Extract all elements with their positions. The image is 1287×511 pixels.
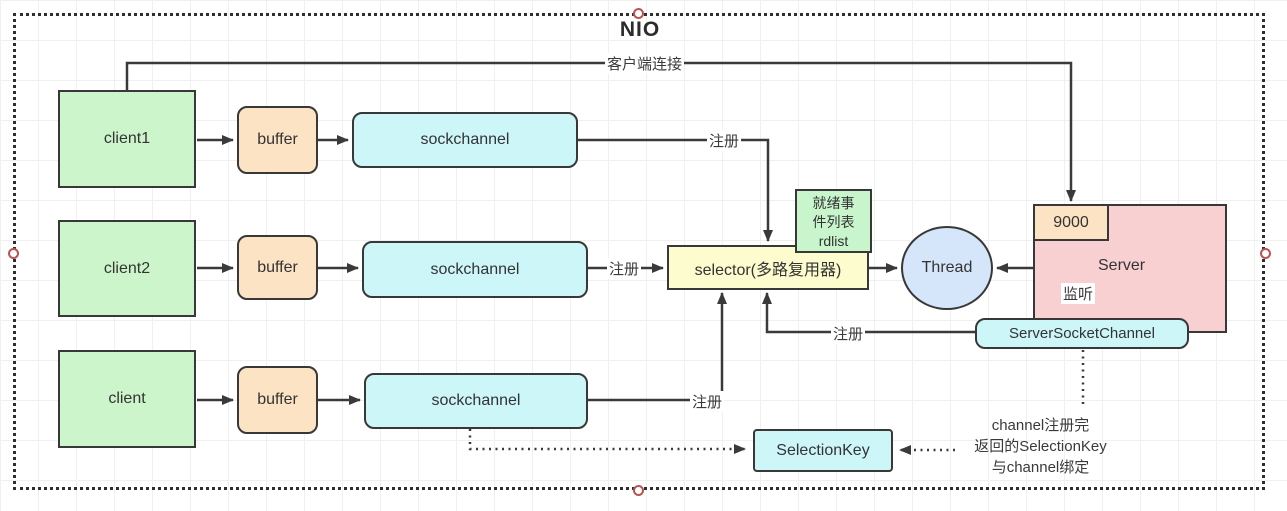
node-port-9000[interactable]: 9000 — [1033, 204, 1109, 241]
node-client2-label: client2 — [103, 259, 151, 277]
node-selector[interactable]: selector(多路复用器) — [667, 245, 869, 290]
edge-sockchannel1-selector[interactable] — [578, 138, 773, 242]
node-sockchannel1[interactable]: sockchannel — [352, 112, 578, 168]
node-rdlist-line1: 就绪事 — [812, 195, 855, 211]
node-buffer3[interactable]: buffer — [237, 366, 318, 434]
node-client1-label: client1 — [103, 130, 151, 147]
node-buffer2-label: buffer — [257, 258, 298, 276]
note-line3: 与channel绑定 — [991, 459, 1090, 476]
selection-handle-right[interactable] — [1260, 248, 1271, 259]
note-line1: channel注册完 — [991, 417, 1090, 434]
node-client3-label: client — [108, 390, 146, 407]
node-serversocketchannel-label: ServerSocketChannel — [1009, 325, 1155, 342]
node-client3[interactable]: client — [58, 350, 196, 448]
edge-label-listen[interactable]: 监听 — [1061, 283, 1096, 304]
edge-client1-port9000[interactable] — [125, 61, 1076, 202]
node-rdlist-line3: rdlist — [818, 233, 849, 249]
edge-label-register-4[interactable]: 注册 — [831, 323, 866, 344]
node-sockchannel3[interactable]: sockchannel — [364, 373, 588, 429]
edge-ssc-selector[interactable] — [762, 292, 975, 334]
selection-handle-bottom[interactable] — [633, 485, 644, 496]
note-selectionkey-binding: channel注册完 返回的SelectionKey 与channel绑定 — [948, 415, 1133, 478]
node-sockchannel2-label: sockchannel — [430, 260, 520, 278]
node-buffer1[interactable]: buffer — [237, 106, 318, 174]
edge-label-register-2[interactable]: 注册 — [607, 258, 642, 279]
diagram-title[interactable]: NIO — [619, 18, 661, 41]
edge-label-client-connection[interactable]: 客户端连接 — [605, 53, 685, 74]
edge-sockchannel3-selectionkey-dotted[interactable] — [468, 429, 746, 454]
node-client2[interactable]: client2 — [58, 220, 196, 317]
node-sockchannel3-label: sockchannel — [431, 392, 521, 409]
node-selector-label: selector(多路复用器) — [694, 261, 842, 279]
edge-label-register-1[interactable]: 注册 — [707, 130, 742, 151]
node-sockchannel2[interactable]: sockchannel — [362, 241, 588, 298]
node-rdlist-line2: 件列表 — [812, 214, 855, 230]
edge-sockchannel3-selector[interactable] — [588, 292, 727, 402]
node-client1[interactable]: client1 — [58, 90, 196, 188]
node-selectionkey[interactable]: SelectionKey — [753, 429, 893, 472]
node-buffer3-label: buffer — [257, 391, 298, 408]
node-port-9000-label: 9000 — [1053, 213, 1089, 231]
edge-label-register-3[interactable]: 注册 — [690, 391, 725, 412]
node-thread-label: Thread — [921, 259, 973, 276]
node-buffer1-label: buffer — [257, 131, 298, 148]
node-server-label: Server — [1098, 257, 1146, 274]
node-serversocketchannel[interactable]: ServerSocketChannel — [975, 318, 1189, 349]
node-buffer2[interactable]: buffer — [237, 235, 318, 300]
node-thread[interactable]: Thread — [901, 226, 993, 310]
node-sockchannel1-label: sockchannel — [420, 131, 510, 148]
note-line2: 返回的SelectionKey — [974, 438, 1107, 455]
node-selectionkey-label: SelectionKey — [776, 441, 870, 459]
node-rdlist[interactable]: 就绪事 件列表 rdlist — [795, 189, 872, 253]
selection-handle-left[interactable] — [8, 248, 19, 259]
selection-handle-top[interactable] — [633, 8, 644, 19]
